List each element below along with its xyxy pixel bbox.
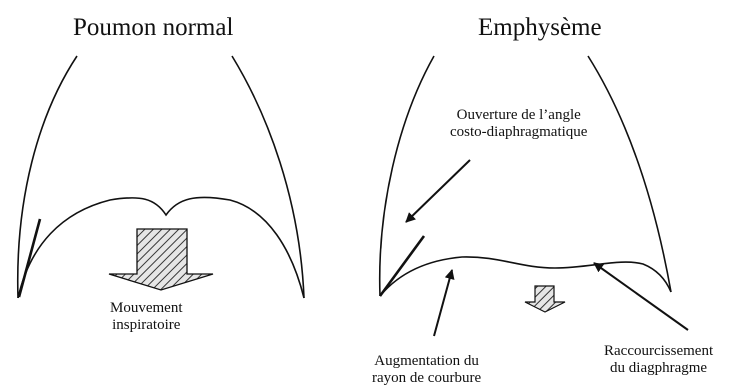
normal-right-chest-wall <box>231 55 305 299</box>
angle-opening-line-2: costo-diaphragmatique <box>450 124 588 140</box>
emphysema-right-chest-wall <box>587 55 672 293</box>
emphysema-diaphragm <box>379 256 672 297</box>
normal-diaphragm <box>17 196 305 299</box>
angle-pointer-arrow <box>405 159 471 223</box>
normal-lung-panel <box>16 55 305 299</box>
emphysema-title: Emphysème <box>478 14 602 41</box>
shortening-line-2: du diagphragme <box>610 360 708 376</box>
normal-movement-arrow <box>108 228 214 291</box>
movement-label-line-1: Mouvement <box>110 300 183 316</box>
emphysema-lung-panel <box>378 55 689 337</box>
curvature-pointer-arrow <box>433 269 455 337</box>
movement-label-line-2: inspiratoire <box>112 317 181 333</box>
curvature-label: Augmentation du rayon de courbure <box>372 353 481 387</box>
emphysema-angle-line <box>378 235 426 297</box>
angle-opening-line-1: Ouverture de l’angle <box>456 107 581 123</box>
movement-label: Mouvement inspiratoire <box>110 300 183 334</box>
normal-lung-title: Poumon normal <box>73 14 234 41</box>
curvature-line-2: rayon de courbure <box>372 370 482 386</box>
emphysema-movement-arrow <box>524 285 566 313</box>
shortening-pointer-arrow <box>593 262 689 331</box>
shortening-label: Raccourcissement du diagphragme <box>604 343 713 377</box>
emphysema-left-chest-wall <box>378 55 435 297</box>
normal-angle-line <box>17 218 42 298</box>
shortening-line-1: Raccourcissement <box>604 343 714 359</box>
curvature-line-1: Augmentation du <box>374 353 479 369</box>
normal-left-chest-wall <box>16 55 78 299</box>
angle-opening-label: Ouverture de l’angle costo-diaphragmatiq… <box>450 107 587 141</box>
